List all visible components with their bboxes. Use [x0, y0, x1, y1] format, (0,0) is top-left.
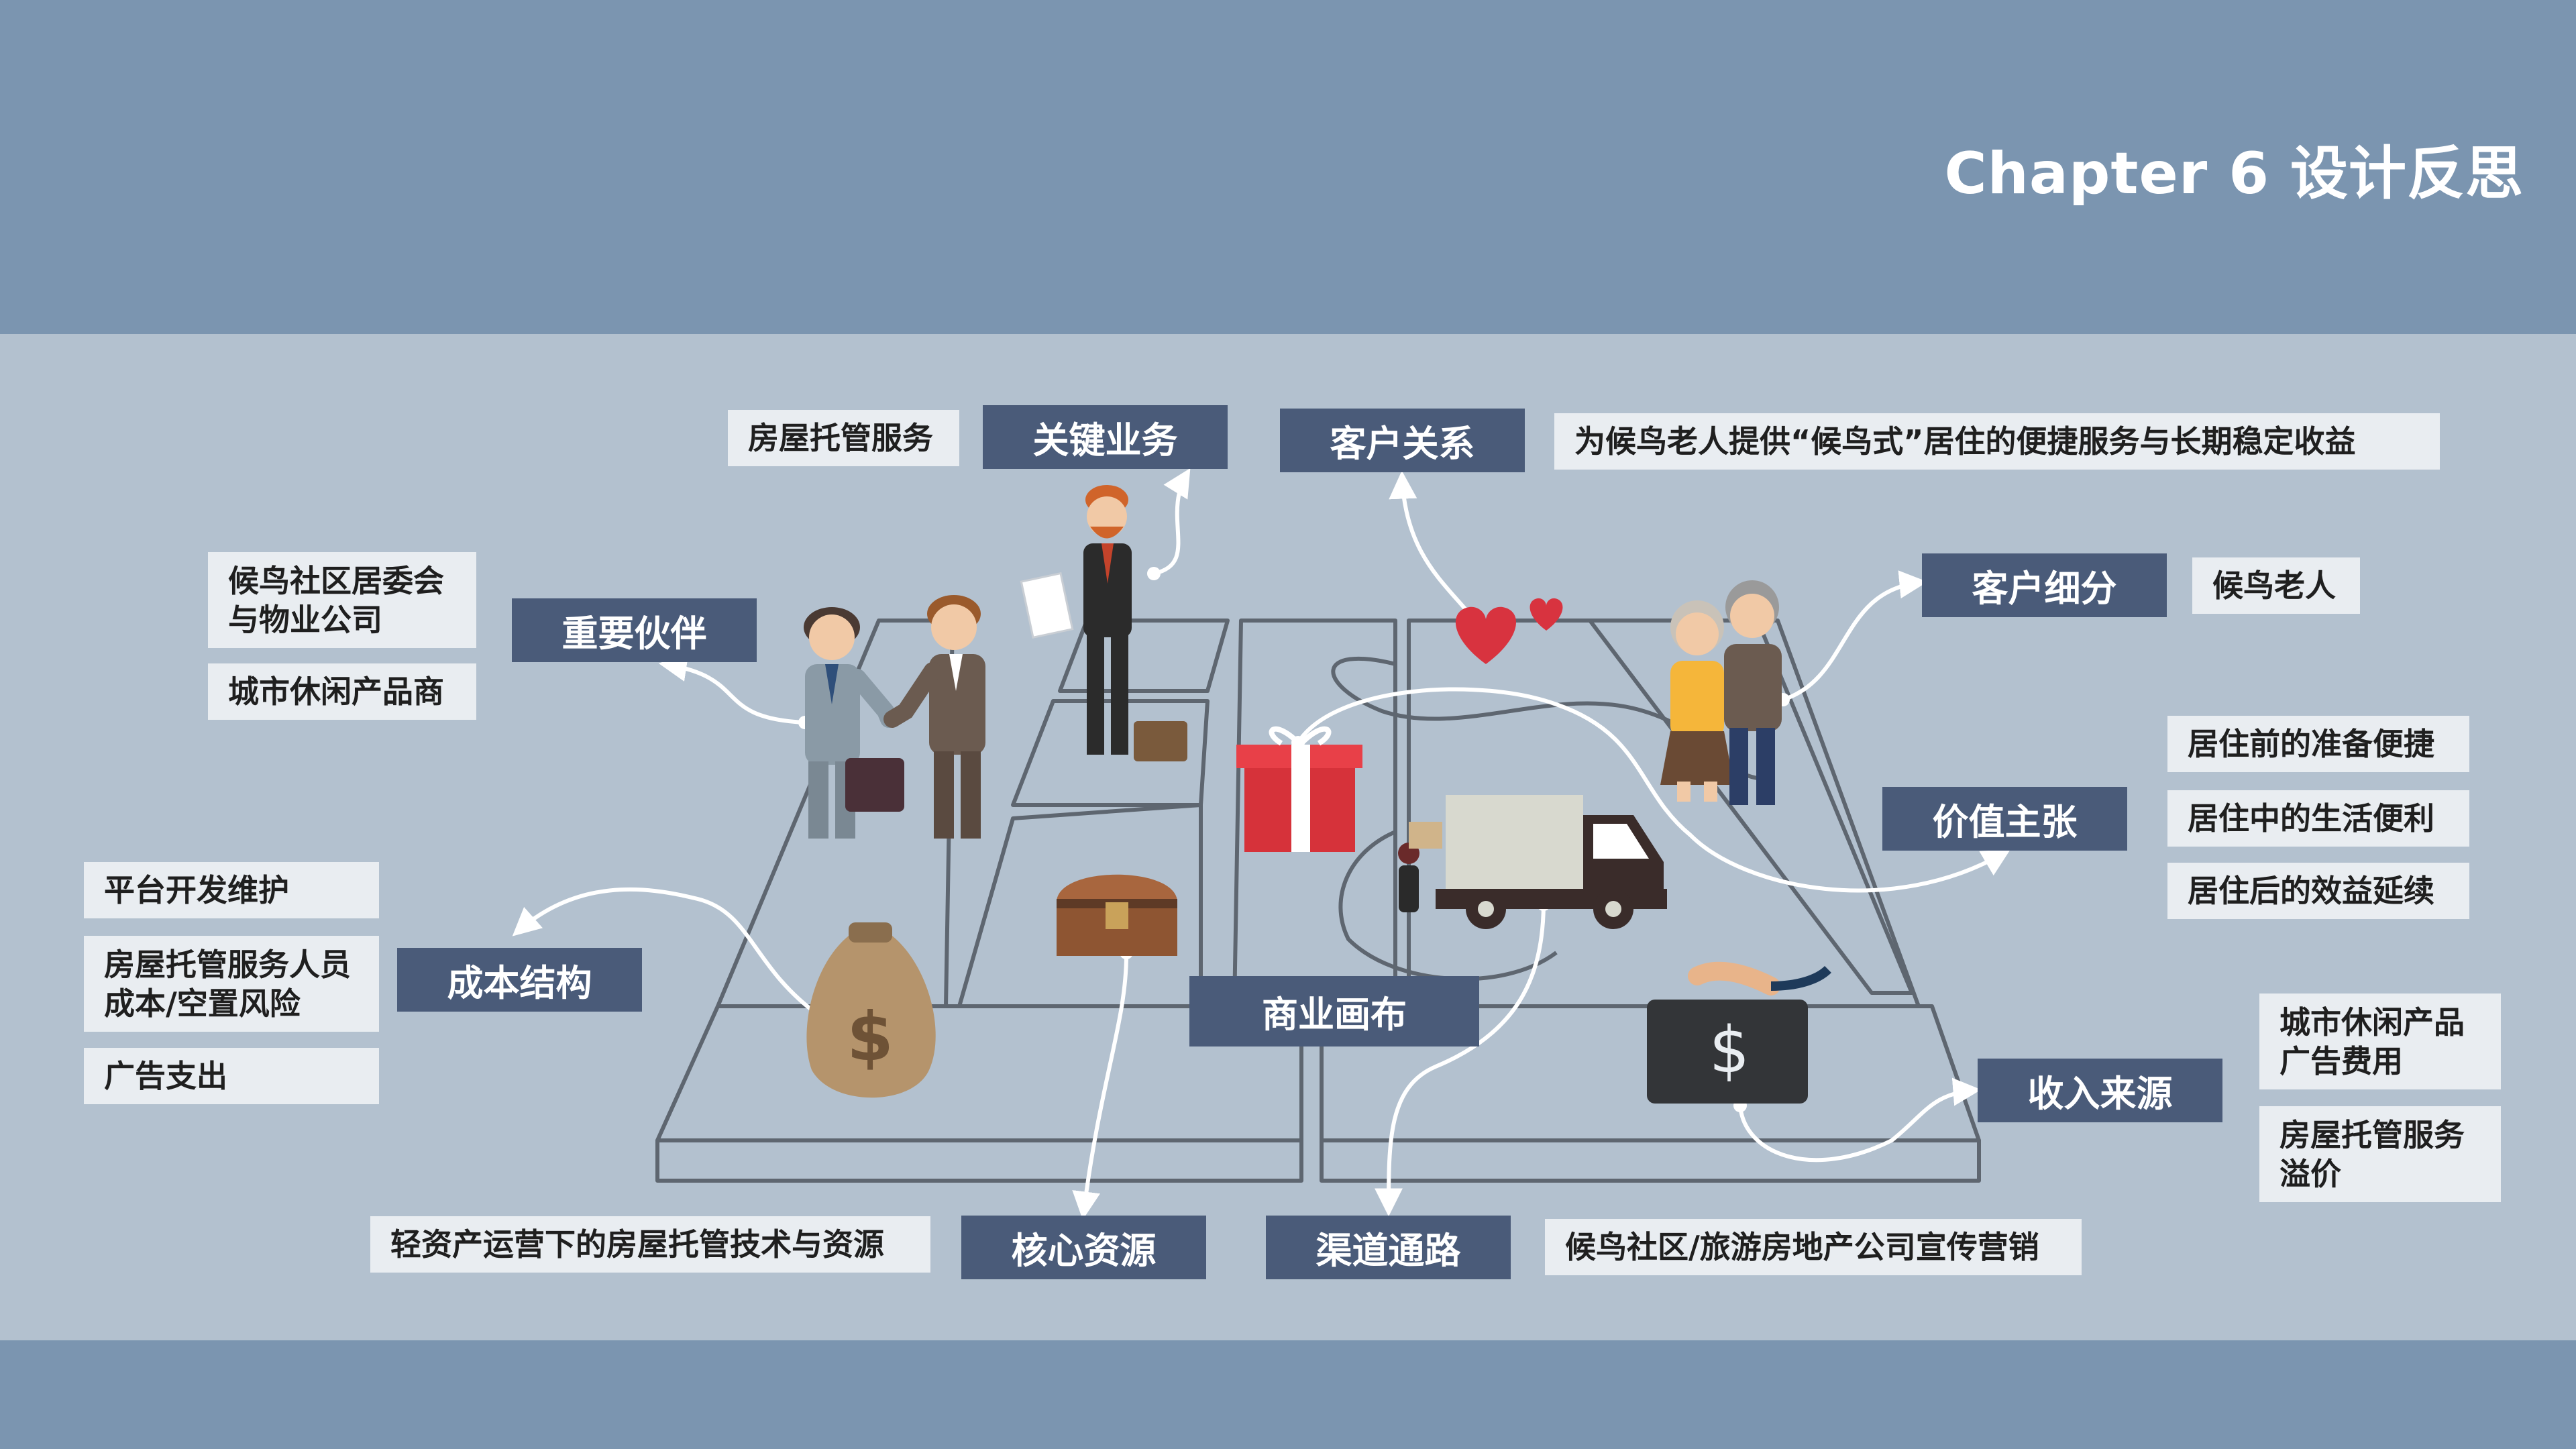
- treasure-chest-icon: [1057, 874, 1177, 956]
- money-briefcase-icon: $: [1647, 961, 1831, 1104]
- svg-text:$: $: [1709, 1014, 1750, 1087]
- key-resources-tag: 核心资源: [961, 1216, 1206, 1279]
- canvas-center-tag: 商业画布: [1189, 976, 1479, 1046]
- value-propositions-note-3: 居住后的效益延续: [2167, 863, 2469, 919]
- customer-segments-note: 候鸟老人: [2192, 557, 2360, 614]
- elderly-couple-icon: [1660, 580, 1782, 805]
- customer-segments-tag: 客户细分: [1922, 553, 2167, 617]
- revenue-streams-tag: 收入来源: [1978, 1059, 2222, 1122]
- page-title: Chapter 6 设计反思: [1944, 140, 2524, 207]
- gift-icon: [1236, 726, 1362, 852]
- revenue-streams-note-1: 城市休闲产品广告费用: [2259, 994, 2501, 1089]
- key-partners-tag: 重要伙伴: [512, 598, 757, 662]
- value-propositions-tag: 价值主张: [1882, 787, 2127, 851]
- footer-band: [0, 1340, 2576, 1449]
- customer-relationships-tag: 客户关系: [1280, 409, 1525, 472]
- channels-tag: 渠道通路: [1266, 1216, 1511, 1279]
- svg-text:$: $: [847, 998, 894, 1076]
- cost-structure-tag: 成本结构: [397, 948, 642, 1012]
- key-partners-note-1: 候鸟社区居委会与物业公司: [208, 552, 476, 648]
- handshake-icon: [804, 595, 985, 839]
- cost-structure-note-1: 平台开发维护: [84, 862, 379, 918]
- delivery-truck-icon: [1398, 795, 1667, 929]
- key-activities-note: 房屋托管服务: [728, 410, 959, 466]
- money-bag-icon: $: [806, 922, 936, 1098]
- value-propositions-note-1: 居住前的准备便捷: [2167, 716, 2469, 772]
- header-band: [0, 0, 2576, 334]
- key-partners-note-2: 城市休闲产品商: [208, 663, 476, 720]
- connector-arrows: [512, 468, 2011, 1220]
- businessman-icon: [1020, 485, 1187, 761]
- cost-structure-note-2: 房屋托管服务人员成本/空置风险: [84, 936, 379, 1032]
- heart-icon: [1455, 598, 1563, 664]
- customer-relationships-note: 为候鸟老人提供“候鸟式”居住的便捷服务与长期稳定收益: [1554, 413, 2440, 470]
- channels-note: 候鸟社区/旅游房地产公司宣传营销: [1545, 1219, 2082, 1275]
- cost-structure-note-3: 广告支出: [84, 1048, 379, 1104]
- value-propositions-note-2: 居住中的生活便利: [2167, 790, 2469, 847]
- key-activities-tag: 关键业务: [983, 405, 1228, 469]
- revenue-streams-note-2: 房屋托管服务溢价: [2259, 1106, 2501, 1202]
- key-resources-note: 轻资产运营下的房屋托管技术与资源: [370, 1216, 930, 1273]
